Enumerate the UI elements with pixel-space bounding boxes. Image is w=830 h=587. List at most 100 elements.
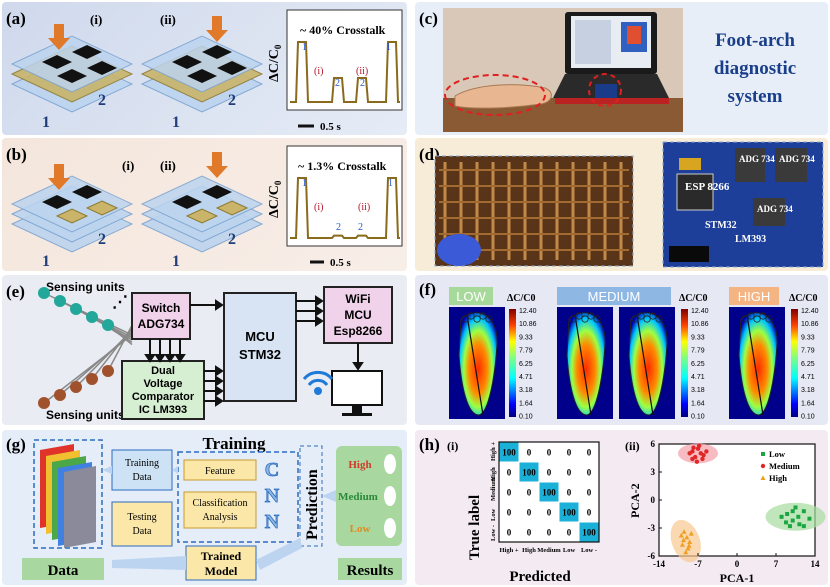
panel-b: (b) (i) (ii) 1 2 1 2 bbox=[2, 138, 407, 271]
matrix-value: 0 bbox=[587, 508, 592, 518]
colorbar-tick: 1.64 bbox=[691, 400, 705, 407]
layer-label: 2 bbox=[98, 231, 106, 248]
matrix-value: 0 bbox=[567, 488, 572, 498]
sensing-units-label: Sensing units bbox=[46, 280, 125, 294]
layer-label: 2 bbox=[98, 92, 106, 109]
chip-label: ADG 734 bbox=[739, 154, 775, 164]
panel-c: (c) Foot-arch diagnostic system bbox=[415, 2, 828, 135]
panel-b-svg: (b) (i) (ii) 1 2 1 2 bbox=[6, 145, 403, 270]
training-title: Training bbox=[203, 434, 266, 453]
laptop-image bbox=[553, 12, 669, 104]
sensor-array-photo bbox=[434, 155, 634, 267]
x-axis-label: PCA-1 bbox=[720, 571, 755, 585]
results-box bbox=[336, 446, 402, 546]
segment-label: (ii) bbox=[356, 66, 368, 77]
matrix-value: 0 bbox=[527, 448, 532, 458]
colorbar-tick: 12.40 bbox=[801, 308, 819, 315]
panel-label: (h) bbox=[419, 435, 440, 454]
sub-label: (ii) bbox=[625, 439, 640, 453]
x-tick-label: -7 bbox=[694, 559, 702, 569]
data-label: Data bbox=[48, 563, 79, 579]
sensing-unit bbox=[102, 365, 114, 377]
matrix-value: 0 bbox=[507, 488, 512, 498]
box-label: Classification bbox=[193, 498, 248, 509]
y-tick-label: 3 bbox=[651, 467, 656, 477]
prediction-label: Prediction bbox=[304, 469, 321, 540]
group-label-text: HIGH bbox=[738, 289, 771, 304]
colorbar-tick: 4.71 bbox=[519, 374, 533, 381]
box-label: Data bbox=[133, 472, 152, 483]
matrix-value: 0 bbox=[567, 448, 572, 458]
block-label: ADG734 bbox=[138, 317, 185, 331]
row-label: Low bbox=[490, 508, 497, 521]
colorbar-tick: 1.64 bbox=[801, 400, 815, 407]
scatter-point bbox=[797, 522, 802, 527]
x-tick-label: -14 bbox=[653, 559, 665, 569]
panel-e-svg: (e) Sensing units Sensing units ⋰ Switch… bbox=[6, 280, 393, 422]
col-label: High + bbox=[499, 547, 518, 554]
matrix-value: 0 bbox=[587, 448, 592, 458]
panel-d-svg: (d) ESP 8266 ADG 734 ADG 734 ADG 734 STM… bbox=[419, 141, 824, 268]
system-title: system bbox=[728, 86, 783, 107]
colorbar-title: ΔC/C0 bbox=[679, 293, 708, 304]
colorbar-tick: 3.18 bbox=[519, 387, 533, 394]
sub-label: (i) bbox=[122, 158, 134, 173]
colorbar-tick: 6.25 bbox=[519, 361, 533, 368]
x-tick-label: 7 bbox=[774, 559, 779, 569]
scatter-point bbox=[683, 549, 689, 555]
x-axis-label: Predicted bbox=[509, 569, 571, 585]
colorbar-tick: 7.79 bbox=[691, 348, 705, 355]
matrix-value: 100 bbox=[562, 508, 576, 518]
colorbar-tick: 9.33 bbox=[519, 334, 533, 341]
scale-label: 0.5 s bbox=[330, 257, 352, 269]
scatter-point bbox=[807, 516, 812, 521]
monitor-icon bbox=[331, 370, 383, 406]
layer-label: 1 bbox=[172, 114, 180, 131]
scatter-point bbox=[796, 514, 801, 519]
panel-d: (d) ESP 8266 ADG 734 ADG 734 ADG 734 STM… bbox=[415, 138, 828, 271]
group-label-text: LOW bbox=[456, 289, 486, 304]
matrix-value: 0 bbox=[527, 508, 532, 518]
matrix-value: 0 bbox=[527, 488, 532, 498]
block-label: STM32 bbox=[239, 347, 281, 362]
colorbar-tick: 4.71 bbox=[801, 374, 815, 381]
peak-label: 2 bbox=[358, 222, 363, 233]
chip-label: ADG 734 bbox=[779, 154, 815, 164]
sensing-unit bbox=[102, 319, 114, 331]
scatter-point bbox=[784, 520, 789, 525]
panel-g-svg: (g) Training Data Training Data Testing … bbox=[6, 434, 402, 581]
block-label: Dual bbox=[151, 365, 175, 377]
colorbar-title: ΔC/C0 bbox=[507, 293, 536, 304]
y-axis-label: ΔC/C0 bbox=[267, 44, 283, 82]
result-item: Low bbox=[350, 523, 371, 535]
legend-entry: Medium bbox=[769, 461, 800, 471]
foot-icon bbox=[384, 454, 396, 474]
colorbar-tick: 3.18 bbox=[801, 387, 815, 394]
box-label: Model bbox=[205, 564, 238, 578]
peak-label: 1 bbox=[386, 42, 391, 53]
box-label: Testing bbox=[127, 512, 156, 523]
colorbar-tick: 7.79 bbox=[519, 348, 533, 355]
matrix-value: 0 bbox=[567, 468, 572, 478]
chip-label: ESP 8266 bbox=[685, 181, 730, 193]
colorbar bbox=[509, 309, 516, 417]
panel-a-svg: (a) (i) (ii) 1 2 1 bbox=[6, 9, 403, 133]
training-block bbox=[177, 451, 299, 543]
panel-f-svg: (f) LOW MEDIUM HIGH ΔC/C012.4010.869.337… bbox=[419, 280, 819, 421]
scatter-point bbox=[704, 449, 709, 454]
cnn-letter: N bbox=[265, 485, 280, 507]
sensing-unit bbox=[86, 373, 98, 385]
scatter-point bbox=[779, 514, 784, 519]
results-label: Results bbox=[347, 563, 394, 579]
chip-label: ADG 734 bbox=[757, 204, 793, 214]
layer-label: 1 bbox=[42, 253, 50, 270]
scatter-point bbox=[801, 509, 806, 514]
y-tick-label: 6 bbox=[651, 439, 656, 449]
comparator-block bbox=[121, 360, 205, 420]
scatter-point bbox=[790, 509, 795, 514]
signal-plot-a: ~ 40% Crosstalk ΔC/C0 1 2 2 1 (i) (ii) 0… bbox=[267, 9, 403, 133]
sensor-stack-i: 1 2 bbox=[10, 164, 134, 270]
sensing-units-label: Sensing units bbox=[46, 408, 125, 422]
chip-label: LM393 bbox=[735, 234, 766, 245]
